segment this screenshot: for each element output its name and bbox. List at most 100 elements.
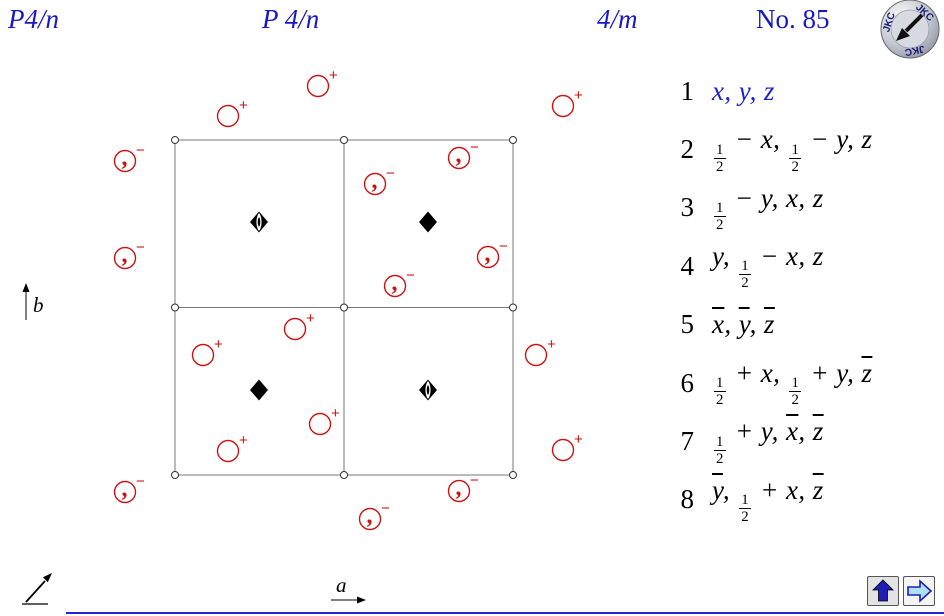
svg-text:+: + bbox=[306, 310, 315, 327]
b-axis-label: b bbox=[33, 293, 44, 317]
a-axis: a bbox=[331, 573, 366, 604]
operation-number: 6 bbox=[680, 367, 695, 398]
atom-above-symbol: + bbox=[551, 87, 583, 118]
operation-number: 1 bbox=[680, 75, 695, 106]
svg-text:−: − bbox=[136, 142, 145, 159]
atom-above-symbol: + bbox=[191, 336, 223, 367]
origin-marker bbox=[22, 573, 52, 605]
operation-number: 2 bbox=[680, 134, 695, 165]
svg-text:+: + bbox=[574, 431, 583, 448]
fourbar-inversion-axis-symbol bbox=[419, 379, 437, 401]
atom-above-symbol: + bbox=[524, 336, 556, 367]
atom-below-symbol: ,− bbox=[113, 142, 145, 173]
footer-rule bbox=[66, 612, 944, 614]
atom-below-symbol: ,− bbox=[383, 267, 415, 298]
lattice-point bbox=[509, 136, 517, 144]
svg-text:+: + bbox=[329, 67, 338, 84]
svg-text:−: − bbox=[406, 267, 415, 284]
lattice-point bbox=[509, 471, 517, 479]
svg-text:,: , bbox=[485, 241, 491, 267]
svg-text:+: + bbox=[331, 405, 340, 422]
operation-number: 4 bbox=[680, 250, 695, 281]
svg-text:−: − bbox=[381, 500, 390, 517]
svg-text:,: , bbox=[392, 270, 398, 296]
atom-below-symbol: ,− bbox=[358, 500, 390, 531]
atom-below-symbol: ,− bbox=[363, 165, 395, 196]
svg-text:−: − bbox=[499, 238, 508, 255]
lattice-point bbox=[340, 471, 348, 479]
atom-above-symbol: + bbox=[216, 97, 248, 128]
operation-row: 5 x, y, z bbox=[664, 296, 872, 354]
origin-arrow-icon bbox=[42, 573, 52, 583]
header-number-label: No. 85 bbox=[756, 4, 830, 34]
header-point-group: 4/m bbox=[597, 4, 638, 34]
svg-text:−: − bbox=[470, 139, 479, 156]
atom-below-symbol: ,− bbox=[447, 472, 479, 503]
operation-number: 8 bbox=[680, 484, 695, 515]
svg-text:,: , bbox=[122, 242, 128, 268]
svg-text:,: , bbox=[456, 142, 462, 168]
atom-below-symbol: ,− bbox=[113, 473, 145, 504]
operation-number: 7 bbox=[680, 426, 695, 457]
svg-text:−: − bbox=[136, 239, 145, 256]
svg-text:+: + bbox=[239, 97, 248, 114]
header-full-symbol: P 4/n bbox=[262, 4, 320, 34]
lattice-point bbox=[340, 303, 348, 312]
atom-above-symbol: + bbox=[551, 431, 583, 462]
svg-text:+: + bbox=[547, 336, 556, 353]
atom-above-symbol: + bbox=[308, 405, 340, 436]
atom-above-symbol: + bbox=[306, 67, 338, 98]
lattice-point bbox=[340, 136, 348, 144]
a-axis-label: a bbox=[336, 573, 347, 597]
atom-below-symbol: ,− bbox=[113, 239, 145, 270]
operation-number: 5 bbox=[680, 309, 695, 340]
operation-coords: x, y, z bbox=[712, 309, 775, 340]
atom-above-symbol: + bbox=[216, 432, 248, 463]
b-axis-arrow-icon bbox=[22, 283, 30, 292]
symmetry-symbols-layer: +++++++++,−,−,−,−,−,−,−,−,− bbox=[113, 67, 583, 531]
lattice-point bbox=[171, 471, 179, 479]
lattice-point bbox=[171, 136, 179, 144]
atom-below-symbol: ,− bbox=[447, 139, 479, 170]
svg-text:+: + bbox=[574, 87, 583, 104]
svg-text:,: , bbox=[372, 168, 378, 194]
svg-text:−: − bbox=[386, 165, 395, 182]
svg-text:JKC: JKC bbox=[904, 43, 926, 58]
a-axis-arrow-icon bbox=[357, 596, 366, 604]
fourbar-inversion-axis-symbol bbox=[250, 211, 268, 233]
fourfold-axis-symbol bbox=[419, 211, 437, 233]
lattice-point bbox=[509, 303, 517, 312]
svg-text:,: , bbox=[122, 145, 128, 171]
lattice-point bbox=[171, 303, 179, 312]
nav-next-button[interactable] bbox=[903, 576, 935, 606]
svg-text:,: , bbox=[122, 476, 128, 502]
b-axis: b bbox=[22, 283, 44, 320]
svg-text:,: , bbox=[367, 503, 373, 529]
nav-up-button[interactable] bbox=[867, 576, 899, 606]
operation-row: 1 x, y, z bbox=[664, 62, 872, 120]
operation-coords: x, y, z bbox=[712, 75, 775, 106]
jkc-logo[interactable]: JKC JKC JKC bbox=[878, 0, 942, 62]
svg-text:,: , bbox=[456, 475, 462, 501]
atom-above-symbol: + bbox=[283, 310, 315, 341]
header-short-symbol: P4/n bbox=[8, 4, 59, 34]
svg-text:+: + bbox=[239, 432, 248, 449]
jkc-logo-icon: JKC JKC JKC bbox=[880, 0, 940, 59]
svg-text:+: + bbox=[214, 336, 223, 353]
operation-number: 3 bbox=[680, 192, 695, 223]
